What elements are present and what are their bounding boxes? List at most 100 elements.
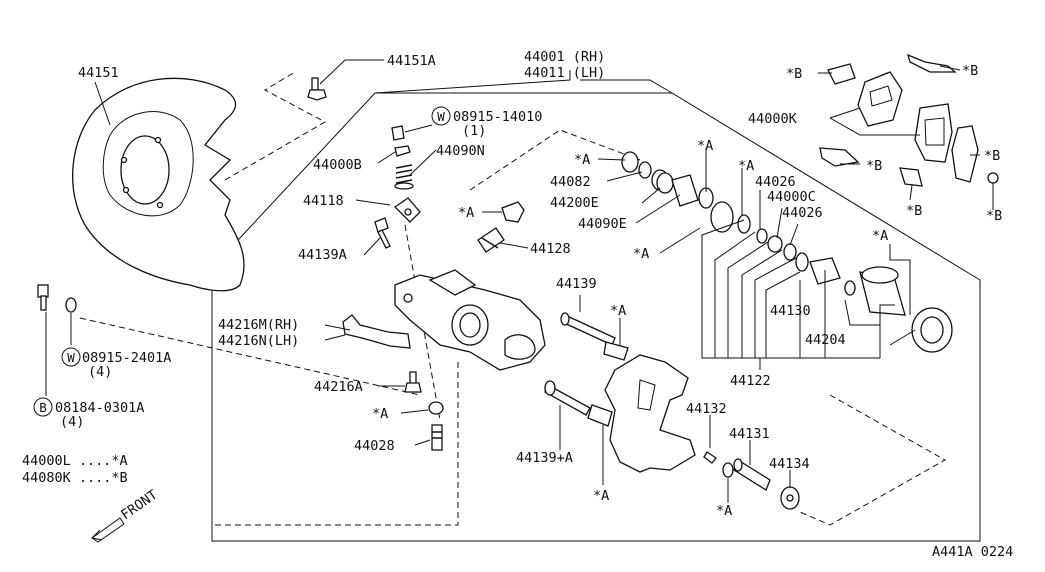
dash-mount-bolt (79, 317, 421, 396)
legend-line-1: 44000L ....*A (22, 453, 128, 469)
svg-text:B: B (39, 400, 47, 415)
ring-44130 (795, 252, 809, 272)
label-44000C: 44000C (767, 189, 816, 205)
label-44082: 44082 (550, 174, 591, 190)
label-44118: 44118 (303, 193, 344, 209)
label-08915-14010: 08915-14010 (453, 109, 542, 125)
dust-shield-44151 (72, 77, 245, 292)
washer-44134 (780, 486, 800, 510)
dust-boot (911, 307, 953, 353)
label-44122: 44122 (730, 373, 771, 389)
seal-44204 (844, 280, 856, 296)
bleeder-screw-44118 (393, 197, 421, 223)
washer-44026a (756, 228, 768, 244)
label-starA-seal: *A (633, 246, 649, 262)
washer-W-2401A (65, 297, 77, 313)
circle-w-marker-2: W (61, 347, 81, 367)
bolt-B-08184 (37, 284, 49, 311)
label-starA-44132: *A (716, 503, 732, 519)
label-08915-14010-qty: (1) (462, 123, 486, 139)
boot-44139pA (587, 404, 613, 427)
label-44139: 44139 (556, 276, 597, 292)
bolt-44216A (404, 371, 422, 393)
bracket-44216M (342, 314, 411, 349)
support-bracket (604, 354, 696, 473)
bolt-44139A (374, 217, 391, 249)
label-44200E: 44200E (550, 195, 599, 211)
pad-outer (857, 71, 903, 127)
front-arrow-icon (91, 517, 125, 543)
label-front: FRONT (118, 487, 160, 523)
label-44216N: 44216N(LH) (218, 333, 299, 349)
label-44128: 44128 (530, 241, 571, 257)
label-starB-right: *B (984, 148, 1000, 164)
label-starB-mid: *B (866, 158, 882, 174)
label-44216A: 44216A (314, 379, 363, 395)
svg-text:W: W (67, 350, 75, 365)
washer-A-lower (428, 401, 444, 415)
label-08915-2401A-qty: (4) (88, 364, 112, 380)
label-44090N: 44090N (436, 143, 485, 159)
label-starB-clip: *B (962, 63, 978, 79)
ring-44082 (638, 161, 652, 179)
circle-b-marker: B (33, 397, 53, 417)
label-starA-44139: *A (610, 303, 626, 319)
bleeder-44128 (477, 227, 505, 253)
seal-A-mid (710, 201, 734, 233)
label-starA-44082: *A (574, 152, 590, 168)
label-44139A: 44139A (298, 247, 347, 263)
circle-w-marker-1: W (431, 106, 451, 126)
leader-lines (45, 59, 994, 503)
label-starA-washer: *A (372, 406, 388, 422)
label-starA-piston: *A (872, 228, 888, 244)
label-44130: 44130 (770, 303, 811, 319)
label-44000K: 44000K (748, 111, 798, 127)
bleeder-44028 (431, 424, 443, 451)
clip-B-lower (899, 167, 923, 187)
svg-text:W: W (437, 109, 445, 124)
label-44132: 44132 (686, 401, 727, 417)
label-44001: 44001 (RH) (524, 49, 605, 65)
piston-44090E (671, 174, 699, 207)
washer-A-44132 (722, 462, 734, 478)
label-44090E: 44090E (578, 216, 627, 232)
cap-44000B (391, 125, 411, 157)
label-44216M: 44216M(RH) (218, 317, 299, 333)
dash-pin-group (469, 129, 641, 191)
label-08184-0301A: 08184-0301A (55, 400, 144, 416)
spacer-44000C (767, 235, 783, 253)
label-44204: 44204 (805, 332, 846, 348)
ring-A-44082 (621, 151, 639, 173)
shim-B-right (951, 125, 979, 183)
clip-B-upper (907, 53, 957, 73)
label-starA-seal-top: *A (697, 138, 713, 154)
label-08184-0301A-qty: (4) (60, 414, 84, 430)
diagram-id: A441A 0224 (932, 544, 1013, 560)
label-starB-lower: *B (906, 203, 922, 219)
boot-A-upper (501, 201, 525, 223)
label-44026a: 44026 (755, 174, 796, 190)
label-starA-44026: *A (738, 158, 754, 174)
label-starB-shim: *B (786, 66, 802, 82)
label-starA-boot: *A (458, 205, 474, 221)
dash-bracket-group (799, 394, 947, 526)
label-starB-bolt: *B (986, 208, 1002, 224)
label-44139pA: 44139+A (516, 450, 573, 466)
shield-bolt-44151A (307, 77, 327, 101)
bolt-B-right (987, 172, 999, 184)
label-44000B: 44000B (313, 157, 362, 173)
pin-44132 (703, 451, 717, 464)
dash-bleeder (404, 224, 441, 421)
label-44151: 44151 (78, 65, 119, 81)
label-44028: 44028 (354, 438, 395, 454)
label-44026b: 44026 (782, 205, 823, 221)
label-44131: 44131 (729, 426, 770, 442)
caliper-body (394, 269, 546, 371)
legend-line-2: 44080K ....*B (22, 470, 128, 486)
boot-44139 (603, 341, 629, 361)
seal-A-44026 (737, 214, 751, 234)
label-44134: 44134 (769, 456, 810, 472)
clip-B-mid (819, 147, 860, 167)
